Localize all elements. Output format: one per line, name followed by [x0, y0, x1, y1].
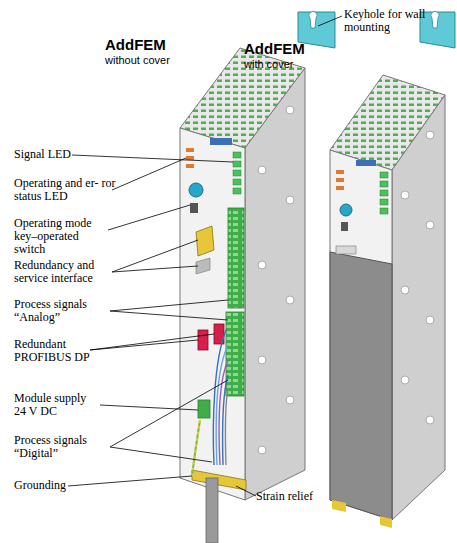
screw-hole	[426, 316, 434, 324]
status-led	[186, 156, 194, 160]
leader-line	[318, 16, 342, 26]
leader-line	[110, 311, 228, 320]
profibus-connector	[198, 330, 208, 350]
part-label: Operating mode key–operated switch	[14, 217, 110, 256]
status-leds	[336, 170, 344, 190]
supply-connector	[198, 400, 210, 418]
digital-terminal-strip	[226, 312, 244, 396]
screw-hole	[258, 356, 266, 364]
key-switch	[340, 204, 352, 216]
keyhole	[431, 11, 439, 28]
leader-line	[110, 380, 228, 447]
signal-led	[380, 190, 388, 196]
mounting-foot	[380, 516, 392, 528]
signal-led	[380, 172, 388, 178]
wire	[223, 375, 228, 465]
screw-hole	[258, 166, 266, 174]
status-led	[336, 186, 344, 190]
side-holes	[258, 106, 294, 454]
side-holes	[401, 131, 434, 424]
brand-plate	[210, 138, 232, 145]
front-cover	[330, 252, 392, 520]
leader-line	[90, 334, 214, 350]
keyhole	[309, 11, 317, 28]
part-label: Module supply 24 V DC	[14, 392, 100, 418]
leader-line	[112, 240, 198, 272]
leader-lines	[68, 16, 342, 496]
status-led	[186, 164, 194, 168]
signal-led	[380, 208, 388, 214]
screw-hole	[286, 296, 294, 304]
leader-line	[110, 300, 228, 311]
screw-hole	[401, 286, 409, 294]
wire-bundle	[213, 330, 228, 465]
key-switch	[189, 183, 203, 197]
wire	[219, 360, 228, 465]
leader-line	[110, 447, 212, 462]
signal-led	[380, 199, 388, 205]
front-face	[180, 128, 245, 500]
leader-line	[112, 158, 186, 190]
service-connector	[196, 226, 214, 256]
status-leds	[186, 148, 194, 168]
part-label: Process signals “Analog”	[14, 298, 110, 324]
screw-hole	[286, 196, 294, 204]
screw-hole	[426, 416, 434, 424]
signal-led	[233, 170, 241, 176]
screw-hole	[286, 106, 294, 114]
leader-line	[112, 266, 198, 272]
wire	[216, 345, 228, 465]
mounting-foot	[332, 500, 346, 512]
part-label: Signal LED	[14, 148, 104, 161]
module-heading: AddFEM	[244, 40, 334, 57]
part-label: Redundancy and service interface	[14, 259, 114, 285]
screw-hole	[426, 131, 434, 139]
leader-line	[68, 476, 192, 486]
signal-led	[233, 161, 241, 167]
side-face	[245, 68, 305, 500]
status-led	[336, 178, 344, 182]
cable	[206, 478, 218, 543]
redundancy-port	[196, 258, 210, 274]
signal-led	[380, 181, 388, 187]
analog-terminal-strip	[228, 208, 244, 308]
ground-wire	[192, 420, 200, 476]
signal-led	[233, 188, 241, 194]
part-label: Grounding	[14, 479, 84, 492]
part-label: Redundant PROFIBUS DP	[14, 338, 94, 364]
status-led	[186, 148, 194, 152]
status-led	[336, 170, 344, 174]
part-label: Strain relief	[256, 490, 336, 503]
front-face	[330, 150, 392, 520]
leader-line	[108, 205, 190, 230]
key-slot	[190, 203, 198, 213]
leader-line	[90, 340, 198, 350]
signal-led	[233, 179, 241, 185]
key-slot	[341, 222, 348, 231]
leader-line	[72, 155, 233, 162]
ground-wire	[192, 420, 200, 476]
part-label: Process signals “Digital”	[14, 434, 110, 460]
module-heading: AddFEM	[105, 36, 195, 53]
cover-handle	[336, 246, 356, 254]
screw-hole	[426, 221, 434, 229]
part-label: Keyhole for wall mounting	[344, 8, 457, 34]
wire	[225, 388, 228, 465]
screw-hole	[258, 261, 266, 269]
side-face	[392, 95, 445, 520]
signal-leds	[380, 172, 388, 214]
screw-hole	[401, 376, 409, 384]
module-subheading: with cover	[244, 58, 334, 71]
signal-led	[233, 152, 241, 158]
signal-leds	[233, 152, 241, 194]
screw-hole	[401, 191, 409, 199]
leader-line	[236, 486, 256, 496]
module-subheading: without cover	[105, 54, 195, 67]
screw-hole	[286, 396, 294, 404]
screw-hole	[258, 446, 266, 454]
brand-plate	[356, 160, 376, 166]
part-label: Operating and er- ror status LED	[14, 177, 118, 203]
